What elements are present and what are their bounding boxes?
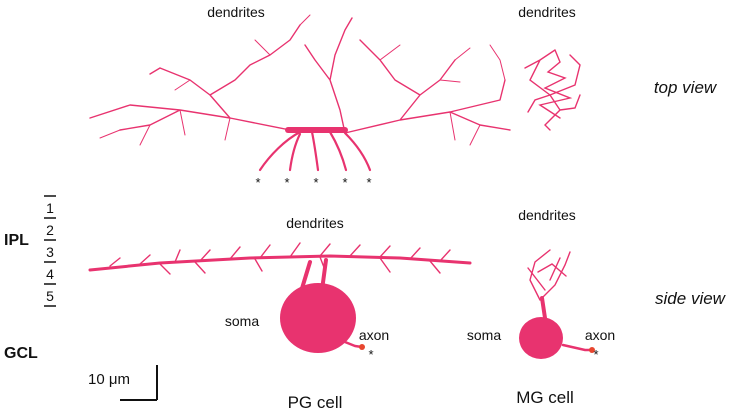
asterisk: * [313,175,318,190]
layer-4: 4 [46,266,54,282]
asterisk: * [366,175,371,190]
mg-cell-top-view [524,49,581,131]
asterisk: * [342,175,347,190]
label-dendrites-mg-top: dendrites [518,4,576,20]
pg-cell-side-view [88,242,472,349]
pg-soma [280,283,356,353]
label-mg-cell: MG cell [516,388,574,407]
layer-2: 2 [46,222,54,238]
label-dendrites-mg-side: dendrites [518,207,576,223]
layer-3: 3 [46,244,54,260]
label-ipl: IPL [4,232,29,249]
mg-axon-tip [589,347,595,353]
asterisk: * [593,347,598,362]
scale-bar-label: 10 μm [88,371,130,388]
layer-scale [44,195,56,307]
label-axon-mg: axon [585,327,615,343]
label-pg-cell: PG cell [288,393,343,412]
label-dendrites-pg-top: dendrites [207,4,265,20]
label-dendrites-pg-side: dendrites [286,215,344,231]
scale-bar [120,365,158,401]
layer-1: 1 [46,200,54,216]
label-gcl: GCL [4,345,38,362]
mg-soma [519,317,563,359]
asterisk: * [368,347,373,362]
label-soma-mg: soma [467,327,501,343]
asterisk: * [255,175,260,190]
pg-axon-tip [359,344,365,350]
label-soma-pg: soma [225,313,259,329]
layer-5: 5 [46,288,54,304]
asterisk: * [284,175,289,190]
label-axon-pg: axon [359,327,389,343]
pg-cell-top-view [89,14,511,172]
label-top-view: top view [654,78,718,97]
pg-top-asterisks: * * * * * [255,175,371,190]
label-side-view: side view [655,289,727,308]
